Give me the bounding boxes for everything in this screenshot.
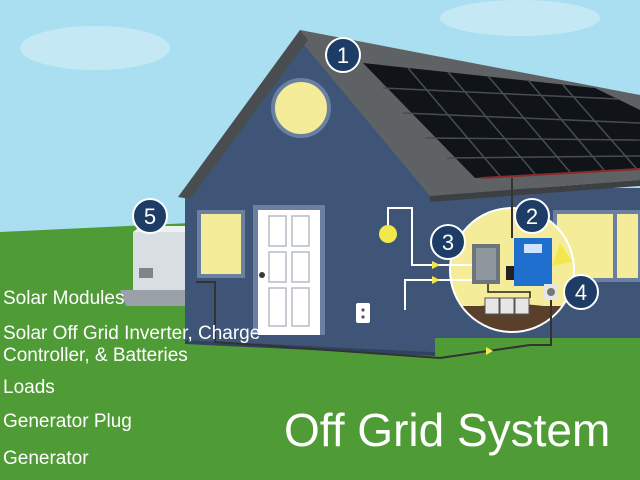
- badge-5: 5: [132, 198, 168, 234]
- outlet-load: [356, 279, 438, 323]
- front-door: [253, 205, 325, 335]
- diagram-title: Off Grid System: [284, 404, 611, 456]
- legend-generator-plug: Generator Plug: [3, 411, 132, 432]
- badge-4: 4: [563, 274, 599, 310]
- solar-panel-array: [363, 63, 640, 179]
- legend-generator: Generator: [3, 448, 89, 469]
- legend-solar-modules: Solar Modules: [3, 288, 125, 309]
- svg-text:1: 1: [337, 43, 349, 68]
- cloud: [20, 26, 170, 70]
- legend-loads: Loads: [3, 377, 55, 398]
- badge-1: 1: [325, 37, 361, 73]
- svg-text:5: 5: [144, 204, 156, 229]
- flow-arrows: [432, 243, 572, 355]
- svg-text:4: 4: [575, 280, 587, 305]
- legend-inverter-charge-controller-batteries: Solar Off Grid Inverter, Charge Controll…: [3, 323, 261, 366]
- front-window: [197, 210, 245, 278]
- cloud: [440, 0, 600, 36]
- badge-2: 2: [514, 198, 550, 234]
- svg-text:2: 2: [526, 204, 538, 229]
- wiring: [196, 178, 552, 360]
- light-bulb-load: [379, 207, 438, 266]
- badge-3: 3: [430, 224, 466, 260]
- gable-window: [271, 78, 331, 138]
- svg-text:3: 3: [442, 230, 454, 255]
